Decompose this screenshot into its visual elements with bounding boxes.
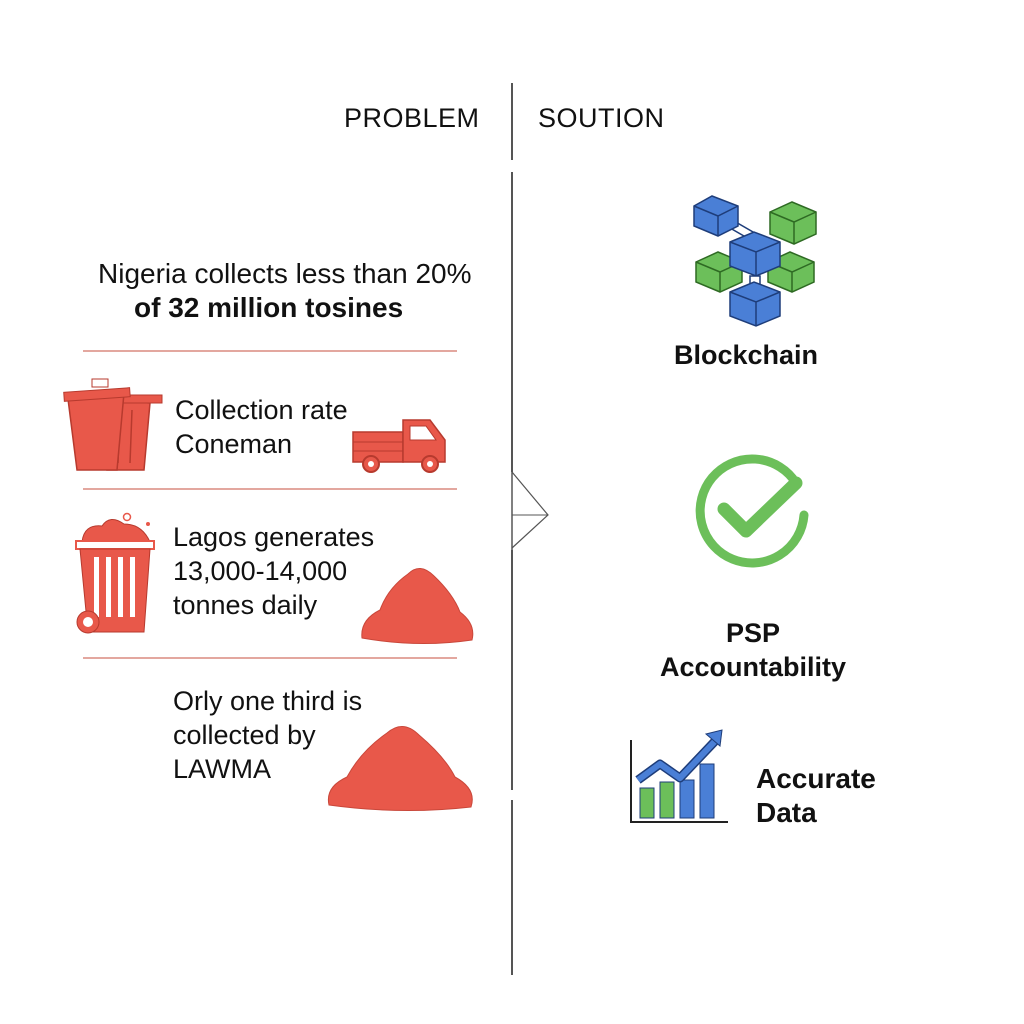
waste-pile-icon [327,726,473,812]
chevron-right-icon [511,470,549,550]
solution-header: SOUTION [538,103,665,133]
intro-line-2: of 32 million tosines [134,292,404,323]
solution-accurate-data-label: Accurate Data [756,762,876,830]
column-divider-lower [511,800,513,975]
column-divider-upper [511,172,513,472]
solution-psp-label: PSP Accountability [651,616,855,684]
overflowing-bin-icon [75,512,155,634]
waste-pile-icon [361,568,474,645]
blockchain-cubes-icon [693,195,817,327]
growth-chart-icon [630,729,728,823]
item-line: Lagos generates [173,522,375,552]
item-line: LAWMA [173,754,272,784]
truck-icon [352,419,446,473]
divider [83,488,457,490]
problem-intro: Nigeria collects less than 20% of 32 mil… [98,257,472,325]
label-line: Accurate [756,763,876,794]
trash-bins-icon [63,378,163,471]
item-lawma: Orly one third is collected by LAWMA [173,684,362,786]
divider [83,350,457,352]
problem-header: PROBLEM [344,103,480,133]
item-line: Collection rate [175,395,348,425]
check-circle-icon [695,454,809,568]
item-line: Orly one third is [173,686,363,716]
item-collection-rate: Collection rate Coneman [175,393,348,461]
item-lagos-generates: Lagos generates 13,000-14,000 tonnes dai… [173,520,374,622]
header-divider [511,83,513,160]
solution-blockchain-label: Blockchain [674,340,819,370]
divider [83,657,457,659]
label-line: PSP [725,618,781,648]
item-line: 13,000-14,000 [173,556,348,586]
intro-line-1: Nigeria collects less than 20% [98,258,472,289]
item-line: Coneman [175,429,293,459]
label-line: Data [756,797,817,828]
item-line: collected by [173,720,316,750]
column-divider-middle [511,550,513,790]
label-line: Accountability [659,652,847,682]
item-line: tonnes daily [173,590,318,620]
